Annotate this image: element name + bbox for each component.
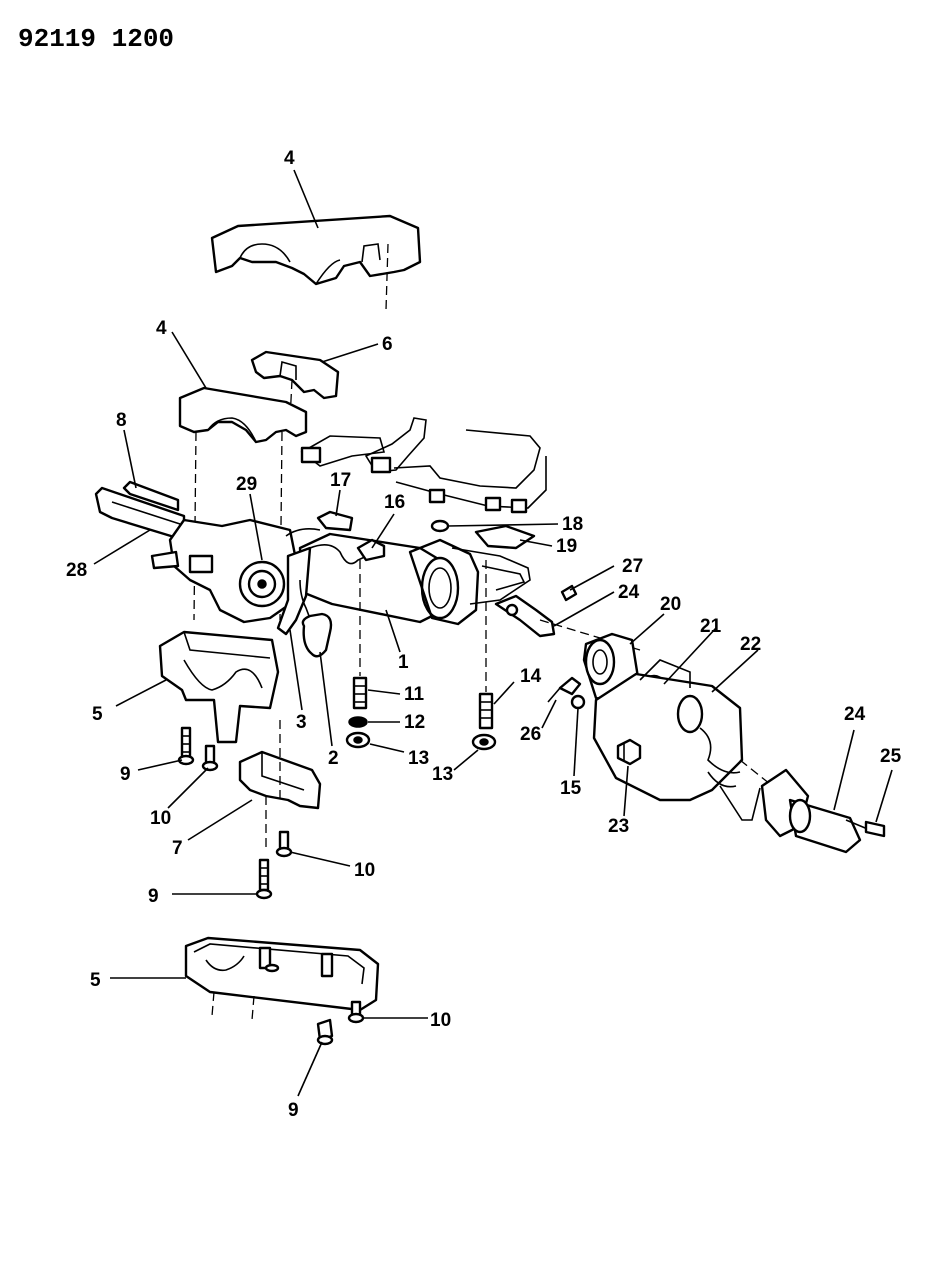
pin-25 bbox=[864, 820, 886, 838]
nut-23 bbox=[616, 738, 642, 766]
leader-lines bbox=[93, 169, 893, 1097]
plate-19 bbox=[474, 524, 536, 550]
stud-11 bbox=[352, 560, 368, 710]
callout-23: 23 bbox=[608, 816, 629, 837]
callout-9-mid: 9 bbox=[148, 886, 159, 907]
lock-housing bbox=[150, 518, 312, 636]
callout-4-mid: 4 bbox=[156, 318, 167, 339]
callout-17: 17 bbox=[330, 470, 351, 491]
turn-signal-lever bbox=[94, 480, 186, 542]
callout-13-right: 13 bbox=[432, 764, 453, 785]
lower-shaft-24 bbox=[760, 768, 871, 854]
callout-9-upper: 9 bbox=[120, 764, 131, 785]
bracket-7 bbox=[238, 720, 322, 848]
washer-12 bbox=[348, 716, 368, 728]
callout-4-top: 4 bbox=[284, 148, 295, 169]
washer-18 bbox=[430, 519, 450, 533]
clip-16 bbox=[356, 538, 386, 562]
callout-14: 14 bbox=[520, 666, 542, 687]
callout-5-mid: 5 bbox=[92, 704, 103, 725]
lower-shroud-bottom bbox=[184, 936, 380, 1021]
callout-10-mid: 10 bbox=[354, 860, 375, 881]
callout-21: 21 bbox=[700, 616, 722, 637]
screw-9-bottom bbox=[316, 1018, 334, 1046]
spring-15 bbox=[570, 694, 586, 710]
callout-13-left: 13 bbox=[408, 748, 429, 769]
callout-1: 1 bbox=[398, 652, 409, 673]
screw-10-mid bbox=[275, 830, 293, 858]
callout-25: 25 bbox=[880, 746, 902, 767]
screw-9-mid bbox=[255, 858, 273, 900]
callout-22: 22 bbox=[740, 634, 761, 655]
callout-12: 12 bbox=[404, 712, 425, 733]
callout-15: 15 bbox=[560, 778, 582, 799]
callout-10-bottom: 10 bbox=[430, 1010, 451, 1031]
nut-13-left bbox=[345, 731, 371, 749]
column-jacket bbox=[298, 532, 531, 626]
callout-19: 19 bbox=[556, 536, 577, 557]
nut-13-right bbox=[471, 733, 497, 751]
upper-shroud-top bbox=[210, 214, 422, 311]
callout-11: 11 bbox=[404, 684, 425, 705]
stud-14 bbox=[478, 560, 494, 730]
callout-27: 27 bbox=[622, 556, 643, 577]
callout-5-bottom: 5 bbox=[90, 970, 101, 991]
callout-29: 29 bbox=[236, 474, 257, 495]
callout-labels: 4 6 4 8 29 17 16 18 19 27 24 20 21 22 28… bbox=[66, 148, 902, 1121]
lower-housing-22 bbox=[592, 659, 791, 821]
screw-10-upper bbox=[201, 744, 219, 772]
callout-10-upper: 10 bbox=[150, 808, 171, 829]
callout-6: 6 bbox=[382, 334, 393, 355]
callout-16: 16 bbox=[384, 492, 405, 513]
callout-3: 3 bbox=[296, 712, 307, 733]
column-mounting-bracket bbox=[300, 417, 547, 514]
callout-20: 20 bbox=[660, 594, 681, 615]
bolt-26 bbox=[547, 676, 582, 703]
small-bracket-17 bbox=[316, 510, 354, 532]
callout-9-bottom: 9 bbox=[288, 1100, 299, 1121]
callout-24-lower: 24 bbox=[844, 704, 866, 725]
callout-18: 18 bbox=[562, 514, 583, 535]
diagram-code: 92119 1200 bbox=[18, 24, 174, 54]
callout-7: 7 bbox=[172, 838, 183, 859]
callout-8: 8 bbox=[116, 410, 127, 431]
screw-9-upper bbox=[177, 726, 195, 766]
callout-28: 28 bbox=[66, 560, 87, 581]
screw-10-bottom bbox=[347, 1000, 365, 1024]
wiring-harness bbox=[285, 528, 381, 658]
lower-shroud-mid bbox=[158, 630, 280, 744]
callout-2: 2 bbox=[328, 748, 339, 769]
callout-26: 26 bbox=[520, 724, 541, 745]
callout-24-upper: 24 bbox=[618, 582, 640, 603]
